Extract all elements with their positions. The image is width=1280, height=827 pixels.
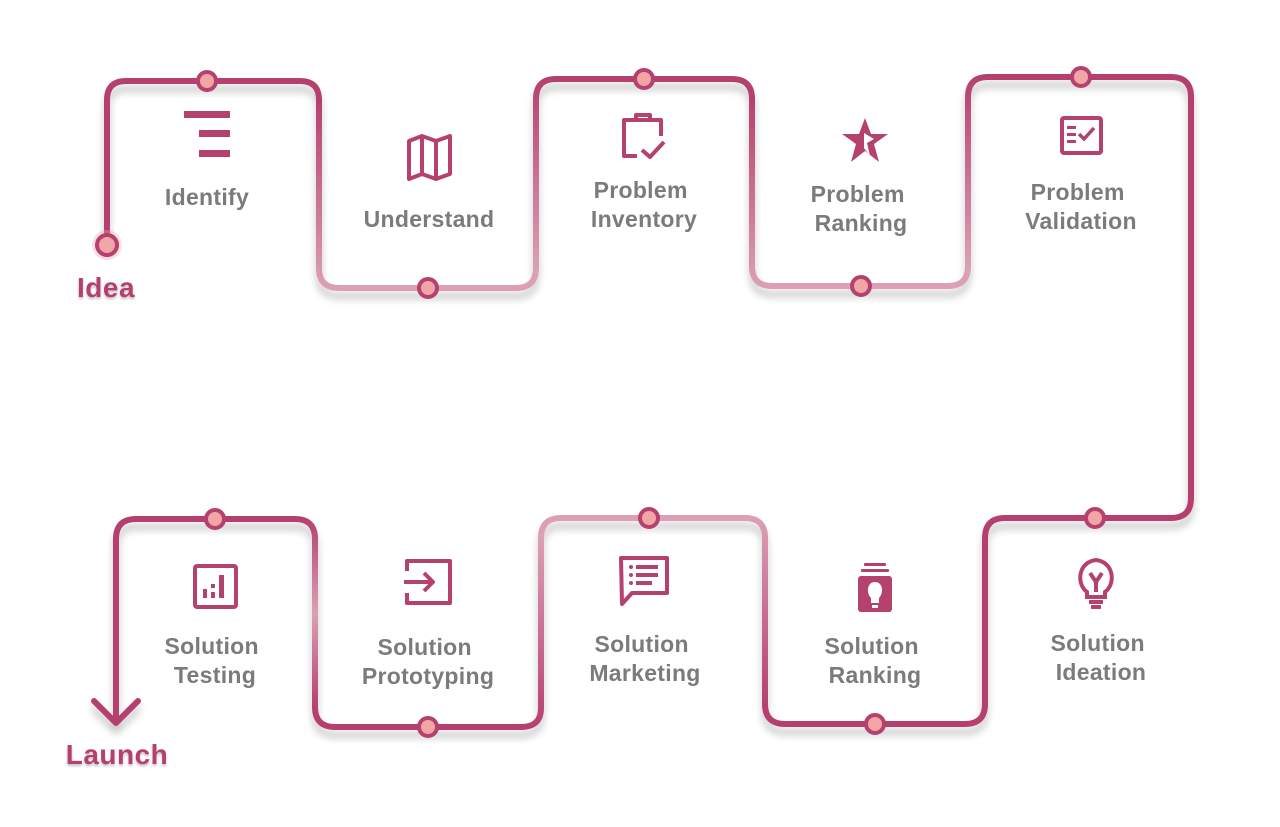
step-label-identify: Identify	[165, 184, 249, 210]
step-label-solution-prototyping: Solution Prototyping	[362, 634, 494, 689]
lightbulb-icon	[1078, 557, 1114, 609]
track-segment-understand-up	[533, 76, 559, 271]
track-segment-sranking	[762, 701, 968, 727]
map-icon	[407, 134, 452, 181]
milestone-dot-ranking	[850, 275, 872, 297]
track-segment-understand	[336, 265, 539, 291]
step-label-problem-validation: Problem Validation	[1025, 179, 1137, 234]
track-segment-prototyping	[312, 704, 524, 730]
track	[91, 74, 1194, 730]
milestone-dot-marketing	[638, 507, 660, 529]
track-segment-marketing-down	[518, 535, 544, 730]
step-label-solution-marketing: Solution Marketing	[589, 631, 700, 686]
step-label-solution-ranking: Solution Ranking	[824, 633, 925, 688]
track-segment-start	[104, 78, 322, 247]
step-label-solution-testing: Solution Testing	[164, 633, 265, 688]
enter-box-icon	[404, 559, 452, 605]
milestone-dot-understand	[417, 277, 439, 299]
start-label: Idea	[77, 272, 135, 303]
milestone-dot-inventory	[633, 68, 655, 90]
milestone-dot-validation	[1070, 66, 1092, 88]
milestone-dot-identify	[196, 70, 218, 92]
track-segment-inventory	[553, 76, 755, 102]
step-label-solution-ideation: Solution Ideation	[1050, 630, 1151, 685]
step-label-understand: Understand	[364, 206, 495, 232]
track-segment-prototyping-up	[292, 516, 318, 710]
message-list-icon	[619, 556, 669, 606]
track-segment-testing	[113, 516, 298, 725]
checklist-icon	[1060, 116, 1103, 155]
step-labels: Identify Understand Problem Inventory Pr…	[164, 177, 1151, 689]
track-segment-ranking	[769, 263, 971, 289]
start-dot	[95, 233, 119, 257]
star-icon	[842, 118, 888, 162]
milestone-dot-testing	[204, 508, 226, 530]
track-segment-marketing	[538, 515, 748, 541]
step-label-problem-ranking: Problem Ranking	[811, 181, 912, 236]
milestone-dots	[196, 66, 1106, 738]
track-segment-inventory-down	[749, 96, 775, 289]
track-segment-validation-right	[982, 74, 1194, 541]
track-segment-identify-down	[316, 97, 342, 291]
milestone-dot-prototyping	[417, 716, 439, 738]
track-segment-ideation-down	[962, 535, 988, 727]
track-segment-sranking-up	[742, 515, 768, 707]
lightbulb-stack-icon	[858, 563, 892, 612]
chart-box-icon	[193, 564, 238, 609]
end-label: Launch	[66, 739, 169, 770]
launch-arrow-icon	[91, 698, 141, 726]
steps-lines-icon	[184, 111, 230, 157]
milestone-dot-sranking	[864, 713, 886, 735]
step-label-problem-inventory: Problem Inventory	[591, 177, 697, 232]
track-segment-ranking-up	[965, 74, 991, 269]
milestone-dot-ideation	[1084, 507, 1106, 529]
clipboard-check-icon	[622, 113, 666, 159]
